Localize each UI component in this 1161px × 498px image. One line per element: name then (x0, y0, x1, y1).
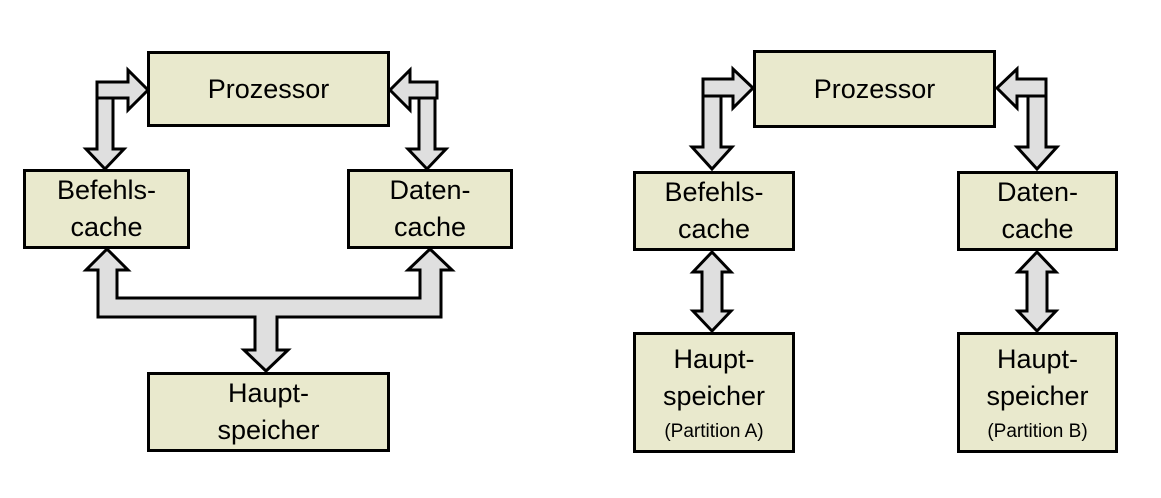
data-cache-label-line2-left: cache (393, 212, 467, 242)
main-memory-b-label-line1: Haupt- (996, 343, 1079, 374)
processor-box-right: Prozessor (753, 50, 996, 128)
data-cache-box-left: Daten- cache (347, 169, 513, 249)
instruction-cache-label-line2-left: cache (70, 212, 143, 242)
data-cache-label-line2-right: cache (1001, 214, 1074, 244)
main-memory-b-label-line2: speicher (986, 380, 1089, 411)
instruction-cache-box-left: Befehls- cache (23, 169, 190, 249)
instruction-cache-box-right: Befehls- cache (633, 171, 795, 251)
data-cache-label-line1-left: Daten- (389, 175, 471, 205)
arrow-left-processor-to-dcache-horizontal (387, 66, 439, 114)
processor-box-left: Prozessor (147, 51, 390, 127)
processor-label-left: Prozessor (207, 73, 330, 104)
main-memory-box-left: Haupt- speicher (147, 372, 390, 452)
main-memory-label-line2-left: speicher (217, 415, 320, 445)
arrow-left-caches-to-main-memory (82, 246, 456, 374)
processor-label-right: Prozessor (813, 73, 936, 104)
data-cache-label-line1-right: Daten- (996, 177, 1079, 207)
main-memory-label-line1-left: Haupt- (227, 378, 310, 408)
arrow-right-processor-to-icache-horizontal (701, 65, 756, 112)
arrow-right-icache-to-memory-a (689, 249, 735, 334)
main-memory-partition-b-box: Haupt- speicher (Partition B) (957, 332, 1118, 453)
main-memory-a-label-line2: speicher (662, 380, 766, 411)
main-memory-b-partition-label: (Partition B) (987, 420, 1088, 442)
main-memory-partition-a-box: Haupt- speicher (Partition A) (633, 332, 795, 453)
arrow-left-processor-to-icache-horizontal (95, 66, 151, 114)
instruction-cache-label-line1-left: Befehls- (56, 175, 157, 205)
arrow-right-dcache-to-memory-b (1014, 249, 1060, 334)
main-memory-a-label-line1: Haupt- (673, 343, 755, 374)
instruction-cache-label-line1-right: Befehls- (664, 177, 764, 207)
main-memory-a-partition-label: (Partition A) (664, 420, 764, 442)
instruction-cache-label-line2-right: cache (677, 214, 751, 244)
arrow-right-processor-to-dcache-horizontal (994, 65, 1048, 112)
data-cache-box-right: Daten- cache (957, 171, 1118, 251)
